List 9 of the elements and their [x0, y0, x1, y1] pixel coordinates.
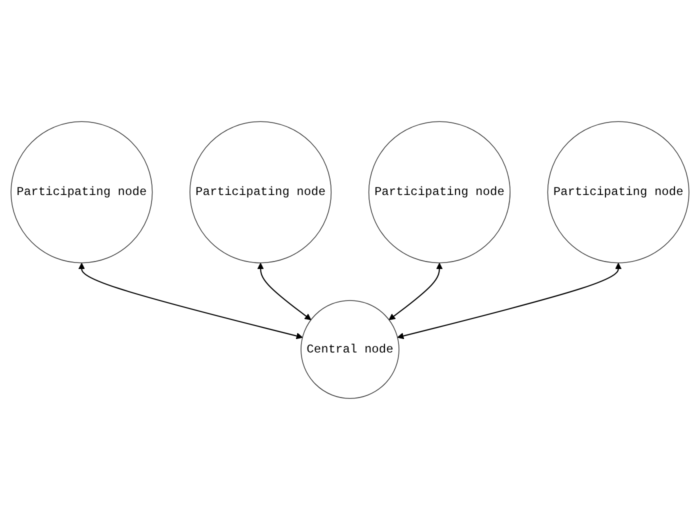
node-circle: Central node [300, 300, 400, 399]
node-circle: Participating node [368, 121, 510, 264]
node-circle: Participating node [547, 121, 690, 264]
node-circle: Participating node [190, 121, 332, 264]
node-circle: Participating node [10, 121, 153, 264]
arrow [388, 262, 443, 320]
arrow [257, 262, 312, 320]
arrow [397, 262, 622, 340]
arrow [78, 262, 303, 340]
